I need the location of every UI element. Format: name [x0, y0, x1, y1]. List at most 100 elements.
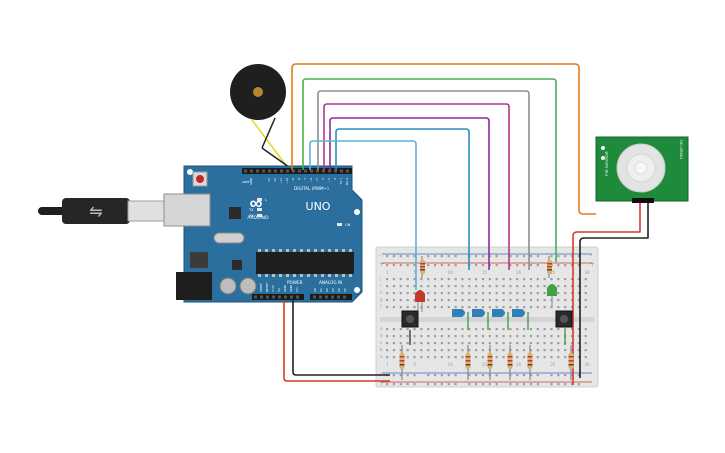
breadboard-hole[interactable] — [454, 356, 457, 359]
header-pin[interactable] — [256, 169, 259, 173]
breadboard-hole[interactable] — [516, 306, 519, 309]
breadboard-hole[interactable] — [454, 342, 457, 345]
breadboard-hole[interactable] — [475, 299, 478, 302]
header-pin[interactable] — [328, 169, 331, 173]
breadboard-hole[interactable] — [557, 278, 560, 281]
breadboard-hole[interactable] — [413, 292, 416, 295]
breadboard-hole[interactable] — [481, 342, 485, 345]
led-blue-4[interactable] — [512, 309, 529, 330]
rail-hole[interactable] — [536, 255, 539, 258]
header-pin[interactable] — [313, 295, 316, 299]
breadboard-hole[interactable] — [509, 299, 512, 302]
breadboard-hole[interactable] — [399, 278, 402, 281]
breadboard-hole[interactable] — [454, 278, 457, 281]
bottom-resistors[interactable] — [399, 345, 574, 380]
breadboard-hole[interactable] — [516, 342, 519, 345]
rail-hole[interactable] — [516, 374, 519, 377]
breadboard-hole[interactable] — [454, 285, 457, 288]
breadboard-hole[interactable] — [481, 299, 485, 302]
rail-hole[interactable] — [481, 383, 485, 386]
rail-hole[interactable] — [523, 374, 526, 377]
breadboard-hole[interactable] — [440, 285, 443, 288]
rail-hole[interactable] — [577, 255, 580, 258]
rail-hole[interactable] — [509, 383, 512, 386]
header-pin[interactable] — [310, 169, 313, 173]
rail-hole[interactable] — [392, 374, 396, 377]
breadboard-hole[interactable] — [577, 335, 580, 338]
rail-hole[interactable] — [570, 255, 574, 258]
breadboard-hole[interactable] — [577, 299, 580, 302]
breadboard-hole[interactable] — [495, 306, 498, 309]
breadboard-hole[interactable] — [386, 342, 389, 345]
rail-hole[interactable] — [536, 383, 539, 386]
breadboard-hole[interactable] — [564, 278, 567, 281]
rail-hole[interactable] — [509, 264, 512, 267]
header-pin[interactable] — [337, 295, 340, 299]
breadboard-hole[interactable] — [433, 278, 437, 281]
breadboard-hole[interactable] — [454, 306, 457, 309]
breadboard-hole[interactable] — [386, 328, 389, 331]
rail-hole[interactable] — [488, 383, 491, 386]
breadboard-hole[interactable] — [536, 278, 539, 281]
breadboard-hole[interactable] — [427, 328, 430, 331]
breadboard-hole[interactable] — [502, 335, 505, 338]
breadboard-hole[interactable] — [420, 342, 423, 345]
breadboard-hole[interactable] — [584, 292, 587, 295]
wire-gray[interactable] — [317, 90, 530, 270]
header-pin[interactable] — [274, 169, 277, 173]
breadboard-hole[interactable] — [584, 285, 587, 288]
breadboard-hole[interactable] — [399, 285, 402, 288]
breadboard-hole[interactable] — [529, 328, 533, 331]
header-pin[interactable] — [316, 169, 319, 173]
rail-hole[interactable] — [550, 374, 553, 377]
breadboard-hole[interactable] — [475, 306, 478, 309]
breadboard-hole[interactable] — [495, 299, 498, 302]
breadboard-hole[interactable] — [502, 299, 505, 302]
breadboard-hole[interactable] — [392, 356, 396, 359]
rail-hole[interactable] — [468, 374, 471, 377]
breadboard-hole[interactable] — [550, 349, 553, 352]
rail-hole[interactable] — [564, 255, 567, 258]
breadboard-hole[interactable] — [420, 335, 423, 338]
breadboard-hole[interactable] — [577, 292, 580, 295]
header-pin[interactable] — [260, 295, 263, 299]
breadboard-hole[interactable] — [564, 328, 567, 331]
breadboard-hole[interactable] — [536, 342, 539, 345]
breadboard-hole[interactable] — [557, 299, 560, 302]
breadboard-hole[interactable] — [386, 285, 389, 288]
breadboard-hole[interactable] — [570, 299, 574, 302]
breadboard-hole[interactable] — [406, 342, 409, 345]
breadboard-hole[interactable] — [386, 299, 389, 302]
rail-hole[interactable] — [481, 255, 485, 258]
breadboard-hole[interactable] — [584, 349, 587, 352]
resistor[interactable] — [399, 345, 405, 380]
breadboard-hole[interactable] — [433, 299, 437, 302]
breadboard-hole[interactable] — [557, 349, 560, 352]
breadboard-hole[interactable] — [413, 335, 416, 338]
rail-hole[interactable] — [529, 264, 533, 267]
pushbutton-right[interactable] — [555, 310, 573, 328]
breadboard-hole[interactable] — [570, 328, 574, 331]
wires[interactable] — [283, 63, 649, 385]
breadboard-hole[interactable] — [570, 335, 574, 338]
rail-hole[interactable] — [523, 383, 526, 386]
breadboard-hole[interactable] — [481, 285, 485, 288]
breadboard-hole[interactable] — [427, 342, 430, 345]
rail-hole[interactable] — [577, 374, 580, 377]
header-pin[interactable] — [244, 169, 247, 173]
breadboard-hole[interactable] — [577, 285, 580, 288]
breadboard-hole[interactable] — [523, 328, 526, 331]
breadboard-hole[interactable] — [475, 335, 478, 338]
breadboard-hole[interactable] — [427, 299, 430, 302]
breadboard-hole[interactable] — [564, 306, 567, 309]
breadboard-hole[interactable] — [392, 328, 396, 331]
rail-hole[interactable] — [399, 255, 402, 258]
reset-button-cap[interactable] — [196, 175, 204, 183]
breadboard-hole[interactable] — [557, 306, 560, 309]
breadboard-hole[interactable] — [420, 285, 423, 288]
led-red[interactable] — [415, 290, 425, 312]
breadboard-hole[interactable] — [557, 285, 560, 288]
breadboard-hole[interactable] — [488, 306, 491, 309]
breadboard-hole[interactable] — [584, 306, 587, 309]
rail-hole[interactable] — [495, 374, 498, 377]
